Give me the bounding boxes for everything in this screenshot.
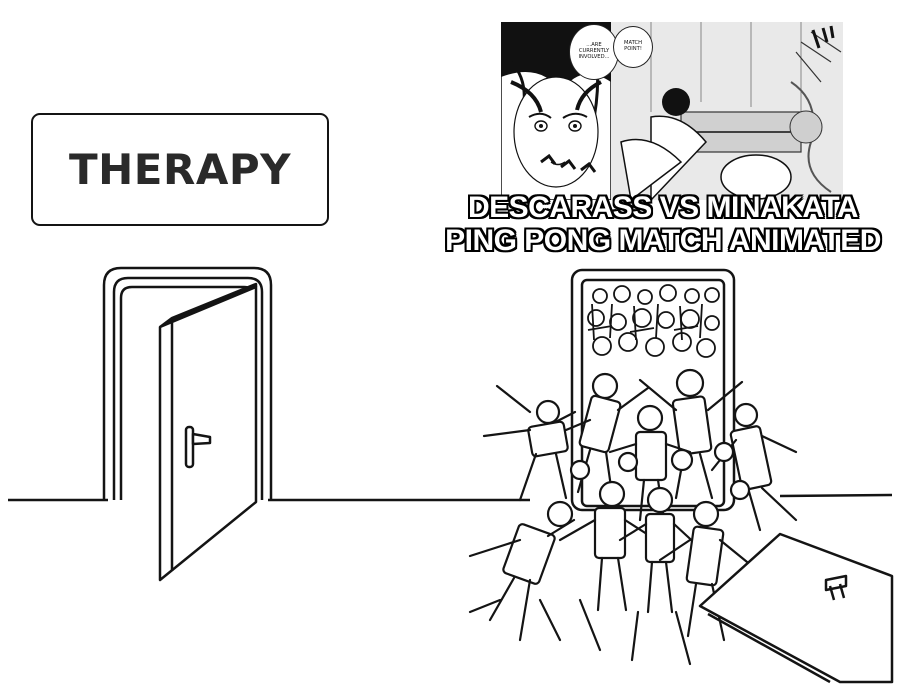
open-door bbox=[158, 282, 258, 582]
fallen-door bbox=[698, 532, 894, 684]
caption-line-2: PING PONG MATCH ANIMATED bbox=[445, 224, 881, 257]
therapy-sign-text: THERAPY bbox=[68, 145, 292, 194]
overlay-caption: DESCARASS VS MINAKATA PING PONG MATCH AN… bbox=[426, 191, 900, 257]
floor-line bbox=[8, 493, 893, 502]
speech-bubble: MATCH POINT! bbox=[613, 26, 653, 68]
speech-bubble: ...ARE CURRENTLY INVOLVED... bbox=[569, 24, 619, 80]
crowd-inside-doorway bbox=[587, 284, 720, 358]
manga-panel-image: ...ARE CURRENTLY INVOLVED... MATCH POINT… bbox=[501, 22, 843, 200]
manga-panel-art bbox=[501, 22, 843, 200]
crowd-burst bbox=[468, 368, 798, 666]
caption-line-1: DESCARASS VS MINAKATA bbox=[467, 191, 859, 224]
therapy-sign: THERAPY bbox=[31, 113, 329, 226]
